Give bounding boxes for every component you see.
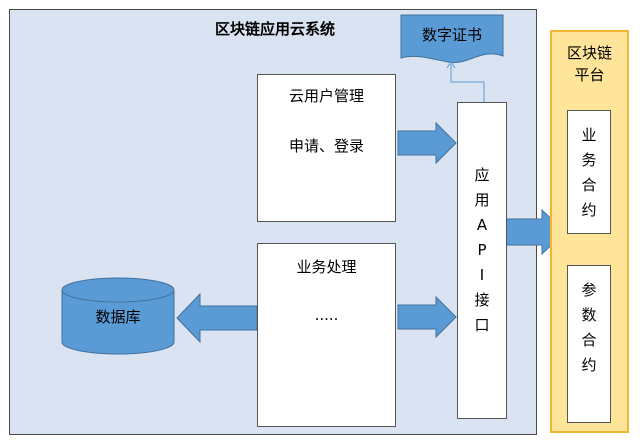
- business-contract-label: 业 务 合 约: [568, 123, 610, 223]
- business-contract-char: 约: [581, 201, 597, 219]
- arrow-business-to-database: [176, 292, 258, 344]
- api-interface-box: 应 用 A P I 接 口: [457, 102, 507, 419]
- user-management-title: 云用户管理: [288, 87, 364, 105]
- user-management-subtitle: 申请、登录: [288, 137, 364, 155]
- param-contract-char: 数: [581, 306, 597, 324]
- blockchain-platform: 区块链 平台 业 务 合 约 参 数 合 约: [550, 30, 629, 433]
- param-contract-label: 参 数 合 约: [568, 278, 610, 378]
- certificate-shape: [400, 14, 504, 64]
- business-processing-title: 业务处理: [296, 258, 357, 276]
- api-interface-label: 应 用 A P I 接 口: [458, 163, 506, 338]
- business-processing-box: 业务处理 .....: [257, 243, 396, 427]
- business-processing-ellipsis: .....: [314, 306, 339, 324]
- api-to-certificate-connector: [450, 64, 485, 103]
- platform-title-line1: 区块链: [566, 44, 612, 62]
- business-contract-char: 合: [581, 176, 597, 194]
- business-contract-char: 业: [581, 126, 597, 144]
- database-label: 数据库: [95, 308, 141, 326]
- database-cylinder: [61, 277, 175, 355]
- connector-arrowhead: [446, 61, 456, 69]
- arrow-business-to-api: [397, 295, 457, 339]
- business-contract-box: 业 务 合 约: [567, 110, 611, 234]
- api-char: 应: [474, 166, 490, 184]
- param-contract-char: 约: [581, 356, 597, 374]
- platform-title: 区块链 平台: [552, 42, 627, 86]
- api-char: 口: [474, 316, 490, 334]
- user-management-box: 云用户管理 申请、登录: [257, 74, 396, 222]
- api-char: 接: [474, 291, 490, 309]
- api-char: I: [479, 266, 485, 284]
- platform-title-line2: 平台: [574, 66, 605, 84]
- param-contract-char: 合: [581, 331, 597, 349]
- api-char: P: [477, 241, 487, 259]
- business-contract-char: 务: [581, 151, 597, 169]
- param-contract-box: 参 数 合 约: [567, 265, 611, 423]
- param-contract-char: 参: [581, 281, 597, 299]
- api-char: 用: [474, 191, 490, 209]
- arrow-user-to-api: [397, 121, 457, 165]
- certificate-label: 数字证书: [421, 26, 482, 44]
- cloud-system-title: 区块链应用云系统: [214, 20, 335, 38]
- api-char: A: [476, 216, 488, 234]
